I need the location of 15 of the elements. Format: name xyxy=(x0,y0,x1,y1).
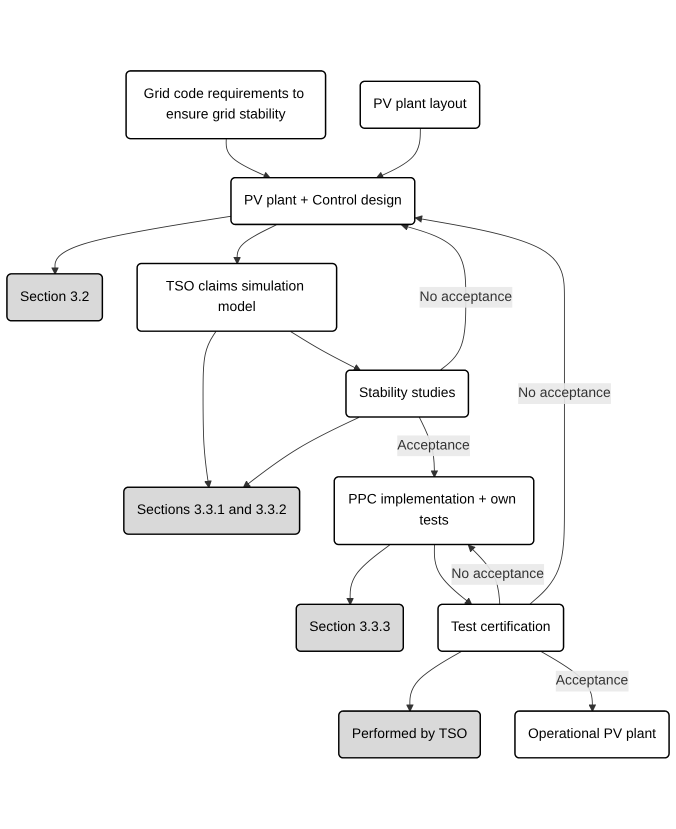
edge-label: No acceptance xyxy=(420,290,512,304)
arrow xyxy=(376,128,421,179)
edge-label: Acceptance xyxy=(397,438,470,453)
arrow xyxy=(202,331,216,488)
arrow xyxy=(406,651,462,712)
arrow xyxy=(242,417,360,488)
edge-label: No acceptance xyxy=(518,386,611,401)
edge-label: Acceptance xyxy=(556,673,628,688)
arrow xyxy=(434,544,472,606)
arrow xyxy=(226,138,271,179)
edge-label: No acceptance xyxy=(451,566,544,582)
arrow xyxy=(290,331,362,372)
arrow xyxy=(51,216,232,275)
arrow xyxy=(233,224,277,264)
arrow xyxy=(346,544,390,606)
